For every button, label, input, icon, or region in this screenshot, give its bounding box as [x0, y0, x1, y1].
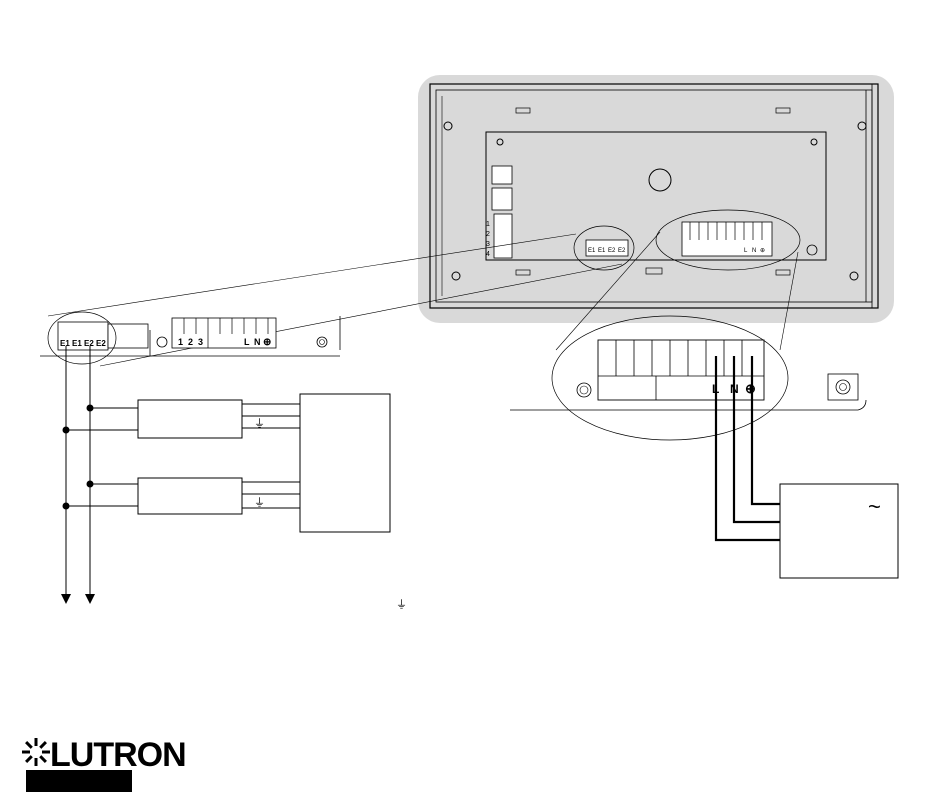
- small-terminal-strip: E1 E1 E2 E2 1 2 3 L N ⊕: [40, 312, 340, 364]
- panel-terminal-label-2: 2: [486, 231, 490, 238]
- panel-e-label-4: E2: [618, 248, 626, 254]
- ground-symbol-1: ⏚: [254, 417, 265, 430]
- small-control-label-3: 3: [198, 337, 203, 347]
- panel-e-label-2: E1: [598, 248, 606, 254]
- lutron-logo-icon: [22, 738, 50, 766]
- panel-n-label: N: [752, 248, 756, 254]
- load-box: [300, 394, 390, 532]
- ground-symbol-2: ⏚: [254, 496, 265, 509]
- junction-dots: [63, 405, 94, 510]
- ac-supply-symbol: ~: [868, 494, 881, 519]
- enlarged-ground-label: ⊕: [745, 381, 756, 396]
- arrowheads: [61, 594, 95, 604]
- panel-terminal-label-1: 1: [486, 221, 490, 228]
- small-ground-label: ⊕: [263, 337, 271, 348]
- panel-terminal-label-3: 3: [486, 241, 490, 248]
- panel-ground-label: ⊕: [760, 248, 765, 254]
- emergency-wiring: [66, 346, 390, 594]
- small-l-label: L: [244, 337, 250, 347]
- small-e-label-2: E1: [72, 339, 82, 348]
- small-e-label-1: E1: [60, 339, 70, 348]
- ballast-box-1: [138, 400, 242, 438]
- panel-view: 1 2 3 4 E1 E1 E2 E2 L N ⊕: [418, 75, 894, 323]
- logo-underline-bar: [26, 770, 132, 792]
- ballast-box-2: [138, 478, 242, 514]
- small-control-label-2: 2: [188, 337, 193, 347]
- panel-e-label-3: E2: [608, 248, 616, 254]
- small-control-label-1: 1: [178, 337, 183, 347]
- small-e-label-3: E2: [84, 339, 94, 348]
- panel-terminal-label-4: 4: [486, 251, 490, 258]
- enlarged-terminal-strip: L N ⊕: [510, 316, 866, 440]
- small-n-label: N: [254, 337, 261, 347]
- small-e-label-4: E2: [96, 339, 106, 348]
- ground-symbol-legend: ⏚: [396, 598, 407, 611]
- panel-e-label-1: E1: [588, 248, 596, 254]
